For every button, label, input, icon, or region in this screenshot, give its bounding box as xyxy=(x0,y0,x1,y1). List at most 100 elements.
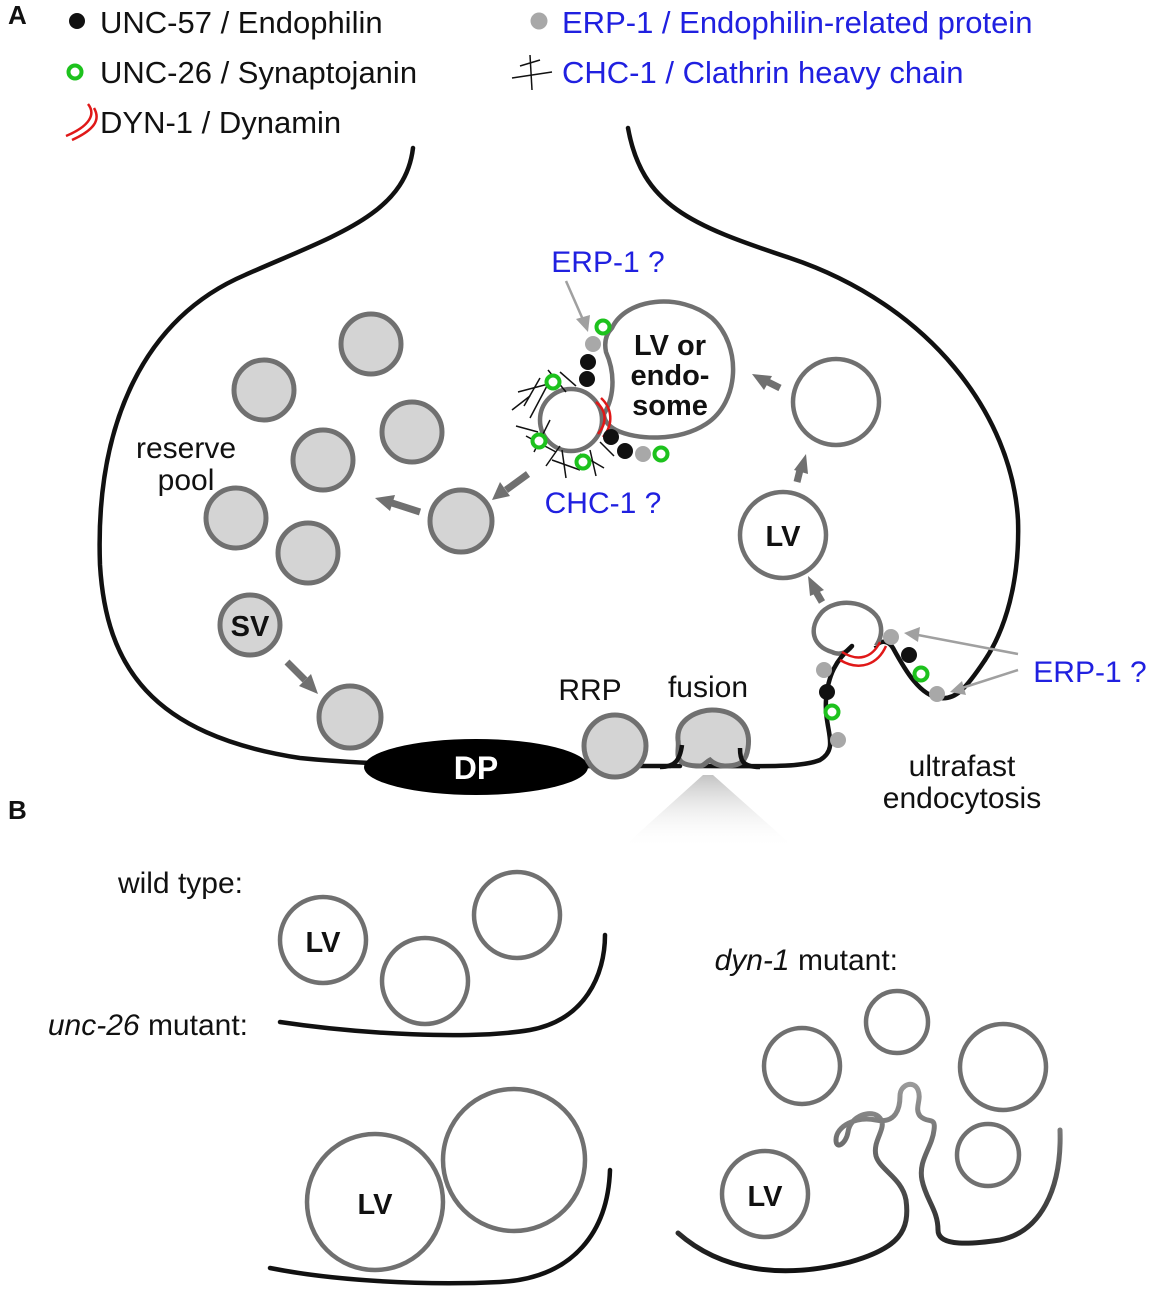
dyn1-vesicle xyxy=(761,1025,843,1107)
unc26-rest: mutant: xyxy=(140,1009,248,1042)
endophilin-marker xyxy=(603,429,619,445)
erp1-marker xyxy=(635,446,651,462)
synaptojanin-legend-icon xyxy=(66,63,84,81)
erp1-marker xyxy=(816,662,832,678)
panel-b-label: B xyxy=(8,795,27,825)
erp1-marker xyxy=(929,686,945,702)
ultrafast-proteins xyxy=(816,629,945,748)
unc26-membrane xyxy=(267,1167,613,1286)
dyn1-vesicle xyxy=(957,1021,1049,1113)
legend: UNC-57 / Endophilin UNC-26 / Synaptojani… xyxy=(65,5,1032,142)
large-vesicle xyxy=(790,356,882,448)
unc26-vesicle xyxy=(440,1086,588,1234)
fusion-label: fusion xyxy=(668,671,748,704)
arrow xyxy=(284,659,318,694)
erp1-pointer-top-head xyxy=(576,315,590,332)
arrow xyxy=(808,576,826,604)
endosome-label-3: some xyxy=(632,390,708,422)
zoom-wedge xyxy=(622,775,795,848)
reserve-vesicle xyxy=(231,357,297,423)
arrow xyxy=(793,454,808,483)
reserve-pool xyxy=(203,311,445,586)
dyn1-lv-label: LV xyxy=(748,1181,784,1213)
dyn1-italic: dyn-1 xyxy=(715,944,790,977)
sv-label: SV xyxy=(231,611,270,643)
erp1-pointer-top xyxy=(564,280,586,323)
reserve-label-1: reserve xyxy=(136,432,236,465)
clathrin-legend-icon xyxy=(511,54,553,91)
wild-type-label: wild type: xyxy=(117,867,243,900)
synaptojanin-marker xyxy=(823,703,841,721)
legend-dyn1: DYN-1 / Dynamin xyxy=(100,105,341,140)
erp1-question-right: ERP-1 ? xyxy=(1033,656,1146,689)
synaptojanin-marker xyxy=(594,318,612,336)
budding-vesicle xyxy=(537,386,605,454)
synaptojanin-marker xyxy=(652,445,670,463)
unc26-large-vesicle xyxy=(304,1131,446,1273)
dynamin-collar xyxy=(841,641,882,659)
erp1-pointer-right-a-head xyxy=(904,627,920,642)
endophilin-marker xyxy=(617,443,633,459)
erp1-marker xyxy=(830,732,846,748)
docking-vesicle xyxy=(316,683,384,751)
wt-vesicle xyxy=(379,935,471,1027)
wt-vesicle xyxy=(471,869,563,961)
dyn1-tubular-membrane xyxy=(675,1081,1063,1274)
lv-label: LV xyxy=(766,521,802,553)
reserve-vesicle xyxy=(290,427,356,493)
endosome-label-2: endo- xyxy=(631,360,710,392)
dyn1-label: dyn-1 mutant: xyxy=(715,944,898,977)
legend-chc1: CHC-1 / Clathrin heavy chain xyxy=(562,55,963,90)
endophilin-marker xyxy=(579,371,595,387)
wt-large-vesicle xyxy=(277,894,369,986)
erp1-marker xyxy=(883,629,899,645)
dynamin-legend-icon xyxy=(65,103,98,142)
synaptojanin-marker xyxy=(544,373,562,391)
synaptojanin-marker xyxy=(530,432,548,450)
synaptojanin-marker xyxy=(912,665,930,683)
endophilin-legend-icon xyxy=(69,13,85,29)
arrow xyxy=(752,374,782,392)
endosome xyxy=(601,299,736,440)
erp1-pointer-right-b xyxy=(961,668,1019,690)
endocytic-pit xyxy=(811,600,884,656)
chc1-question: CHC-1 ? xyxy=(545,487,662,520)
erp1-legend-icon xyxy=(530,12,548,30)
fusing-vesicle xyxy=(675,707,751,769)
unc26-italic: unc-26 xyxy=(48,1009,140,1042)
large-vesicle xyxy=(737,489,829,581)
endophilin-marker xyxy=(819,684,835,700)
endocytic-neck-membrane xyxy=(697,643,855,769)
dense-projection xyxy=(364,739,588,795)
panel-a-label: A xyxy=(8,0,27,30)
endosome-proteins xyxy=(530,318,670,471)
reserve-vesicle xyxy=(338,311,404,377)
dyn1-vesicle xyxy=(954,1121,1022,1189)
legend-unc26: UNC-26 / Synaptojanin xyxy=(100,55,417,90)
dyn1-vesicle xyxy=(863,988,931,1056)
fusion-left-lip xyxy=(659,744,685,770)
endosome-label-1: LV or xyxy=(634,330,706,362)
ultrafast-label-1: ultrafast xyxy=(909,750,1016,783)
dynamin-collar xyxy=(839,645,888,667)
recycled-vesicle xyxy=(427,487,495,555)
erp1-pointer-right-a xyxy=(917,633,1019,656)
legend-erp1: ERP-1 / Endophilin-related protein xyxy=(562,5,1032,40)
ultrafast-label-2: endocytosis xyxy=(883,782,1041,815)
arrow xyxy=(375,495,422,516)
presynaptic-membrane-right xyxy=(625,125,1021,663)
dp-label: DP xyxy=(454,750,498,786)
unc26-lv-label: LV xyxy=(358,1189,394,1221)
erp1-marker xyxy=(585,336,601,352)
wt-membrane xyxy=(277,932,608,1038)
reserve-vesicle xyxy=(379,399,445,465)
endophilin-marker xyxy=(901,647,917,663)
synaptojanin-marker xyxy=(574,453,592,471)
pathway-arrows xyxy=(284,374,826,694)
endophilin-marker xyxy=(580,354,596,370)
synaptic-vesicle xyxy=(217,592,283,658)
wt-lv-label: LV xyxy=(306,927,342,959)
dyn1-rest: mutant: xyxy=(790,944,898,977)
erp1-pointer-right-b-head xyxy=(950,681,966,695)
